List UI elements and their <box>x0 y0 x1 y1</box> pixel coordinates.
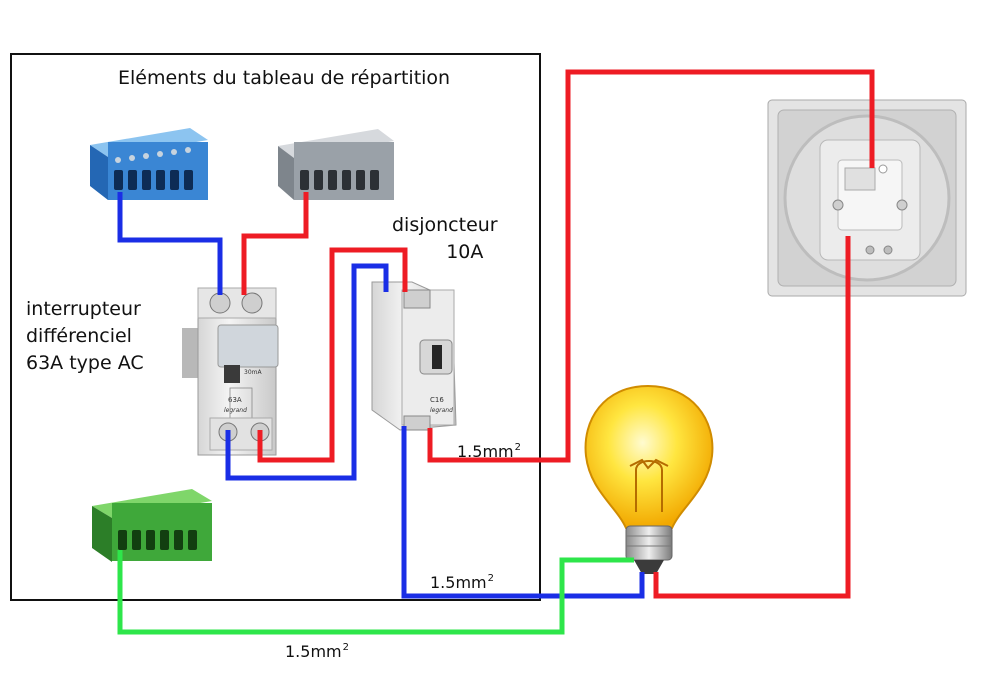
breaker-marking-c16: C16 <box>430 396 444 404</box>
phase-wire-bar-to-rcd <box>241 192 309 295</box>
neutral-wire-rcd-to-breaker <box>225 263 389 481</box>
rcd-label-line1: interrupteur <box>26 298 141 320</box>
rcd-marking-63a: 63A <box>228 396 242 404</box>
cable-section-label: 1.5mm2 <box>285 642 349 661</box>
rcd-label: interrupteur différenciel 63A type AC <box>26 296 144 377</box>
wall-switch <box>767 99 967 297</box>
phase-wire-breaker-to-switch <box>427 69 875 463</box>
neutral-wire-breaker-to-bulb <box>401 426 645 599</box>
breaker-label: disjoncteur 10A <box>392 212 498 266</box>
cable-section-label: 1.5mm2 <box>457 442 521 461</box>
rcd-marking-30ma: 30mA <box>244 369 262 376</box>
breaker-brand: legrand <box>430 407 453 414</box>
breaker-label-line2: 10A <box>446 241 484 263</box>
neutral-wire-bar-to-rcd <box>117 192 223 295</box>
switched-wire-switch-to-bulb <box>653 236 851 599</box>
rcd-label-line2: différenciel <box>26 325 132 347</box>
light-bulb <box>584 384 714 574</box>
panel-title: Eléments du tableau de répartition <box>118 67 451 89</box>
circuit-breaker: C16 legrand <box>371 281 457 431</box>
green-earth-terminal-bar <box>92 489 212 562</box>
distribution-panel-frame <box>10 53 541 601</box>
breaker-label-line1: disjoncteur <box>392 214 498 236</box>
grey-phase-terminal-bar <box>278 129 394 200</box>
earth-wire-bar-to-bulb <box>117 550 634 635</box>
cable-section-label: 1.5mm2 <box>430 573 494 592</box>
blue-neutral-terminal-bar <box>90 128 208 200</box>
rcd-label-line3: 63A type AC <box>26 352 144 374</box>
phase-wire-rcd-to-breaker <box>257 247 408 463</box>
rcd-brand: legrand <box>224 407 247 414</box>
rcd-device: 30mA 63A legrand <box>182 287 279 456</box>
